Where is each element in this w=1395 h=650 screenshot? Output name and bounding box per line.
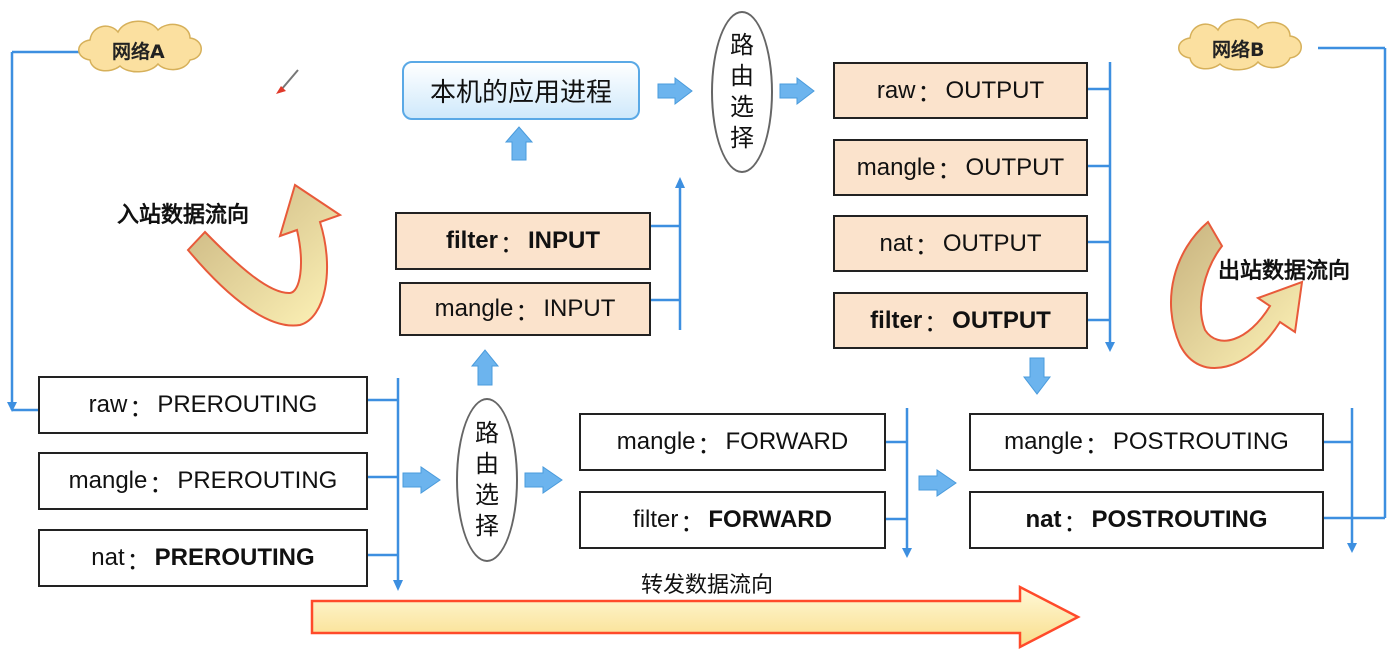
table-name: raw	[876, 76, 916, 104]
route-char: 择	[730, 124, 754, 152]
inbound-flow-label: 入站数据流向	[117, 203, 250, 228]
mangle-forward-box: mangle：FORWARD	[579, 413, 886, 471]
route-char: 选	[475, 481, 499, 509]
table-name: mangle	[856, 153, 936, 181]
chain-name: OUTPUT	[952, 306, 1051, 334]
chain-name: PREROUTING	[154, 544, 315, 571]
route-char: 由	[475, 450, 499, 478]
chain-name: PREROUTING	[157, 391, 318, 418]
chain-name: POSTROUTING	[1112, 428, 1289, 455]
raw-prerouting-box: raw：PREROUTING	[38, 376, 368, 434]
filter-input-box: filter：INPUT	[395, 212, 651, 270]
table-name: nat	[1025, 506, 1062, 533]
mangle-postrouting-box: mangle：POSTROUTING	[969, 413, 1324, 471]
pen-icon	[276, 69, 299, 94]
table-name: filter	[445, 227, 498, 254]
chain-name: OUTPUT	[942, 229, 1042, 257]
table-name: filter	[870, 306, 923, 334]
chain-name: POSTROUTING	[1091, 506, 1268, 533]
network-a-label: 网络A	[112, 41, 165, 63]
filter-forward-box: filter：FORWARD	[579, 491, 886, 549]
forward-flow-arrow-icon	[310, 584, 1081, 650]
block-arrow-icon	[402, 76, 1052, 497]
chain-name: OUTPUT	[945, 76, 1045, 104]
input-bracket	[650, 177, 685, 330]
cloud-icon	[1178, 18, 1302, 71]
forward-flow-label: 转发数据流向	[641, 573, 774, 598]
forward-bracket	[885, 408, 912, 558]
chain-name: INPUT	[528, 227, 600, 254]
cloud-icon	[78, 20, 202, 73]
chain-name: FORWARD	[725, 428, 849, 455]
table-name: mangle	[434, 295, 514, 322]
network-a-connector	[7, 50, 85, 412]
route-char: 路	[730, 31, 754, 59]
raw-output-box: raw：OUTPUT	[833, 62, 1088, 119]
chain-name: PREROUTING	[177, 467, 338, 494]
table-name: mangle	[68, 467, 148, 494]
nat-output-box: nat：OUTPUT	[833, 215, 1088, 272]
local-app-process: 本机的应用进程	[402, 61, 640, 120]
table-name: filter	[633, 506, 679, 533]
route-select-top: 路 由 选 择	[711, 11, 773, 173]
prerouting-bracket	[367, 378, 403, 591]
table-name: mangle	[616, 428, 696, 455]
route-char: 路	[475, 419, 499, 447]
route-char: 择	[475, 512, 499, 540]
table-name: raw	[88, 391, 128, 418]
outbound-curved-arrow-icon	[1169, 220, 1304, 369]
mangle-output-box: mangle：OUTPUT	[833, 139, 1088, 196]
mangle-input-box: mangle：INPUT	[399, 282, 651, 336]
filter-output-box: filter：OUTPUT	[833, 292, 1088, 349]
table-name: nat	[879, 229, 913, 257]
nat-prerouting-box: nat：PREROUTING	[38, 529, 368, 587]
nat-postrouting-box: nat：POSTROUTING	[969, 491, 1324, 549]
route-select-bottom: 路 由 选 择	[456, 398, 518, 562]
output-bracket	[1087, 62, 1115, 352]
table-name: mangle	[1004, 428, 1083, 455]
chain-name: INPUT	[543, 295, 616, 322]
postrouting-bracket	[1318, 46, 1387, 553]
chain-name: FORWARD	[708, 506, 832, 533]
inbound-curved-arrow-icon	[186, 183, 343, 327]
route-char: 选	[730, 93, 754, 121]
table-name: nat	[91, 544, 125, 571]
network-b-label: 网络B	[1212, 39, 1265, 61]
outbound-flow-label: 出站数据流向	[1218, 259, 1351, 284]
route-char: 由	[730, 62, 754, 90]
chain-name: OUTPUT	[965, 153, 1065, 181]
mangle-prerouting-box: mangle：PREROUTING	[38, 452, 368, 510]
